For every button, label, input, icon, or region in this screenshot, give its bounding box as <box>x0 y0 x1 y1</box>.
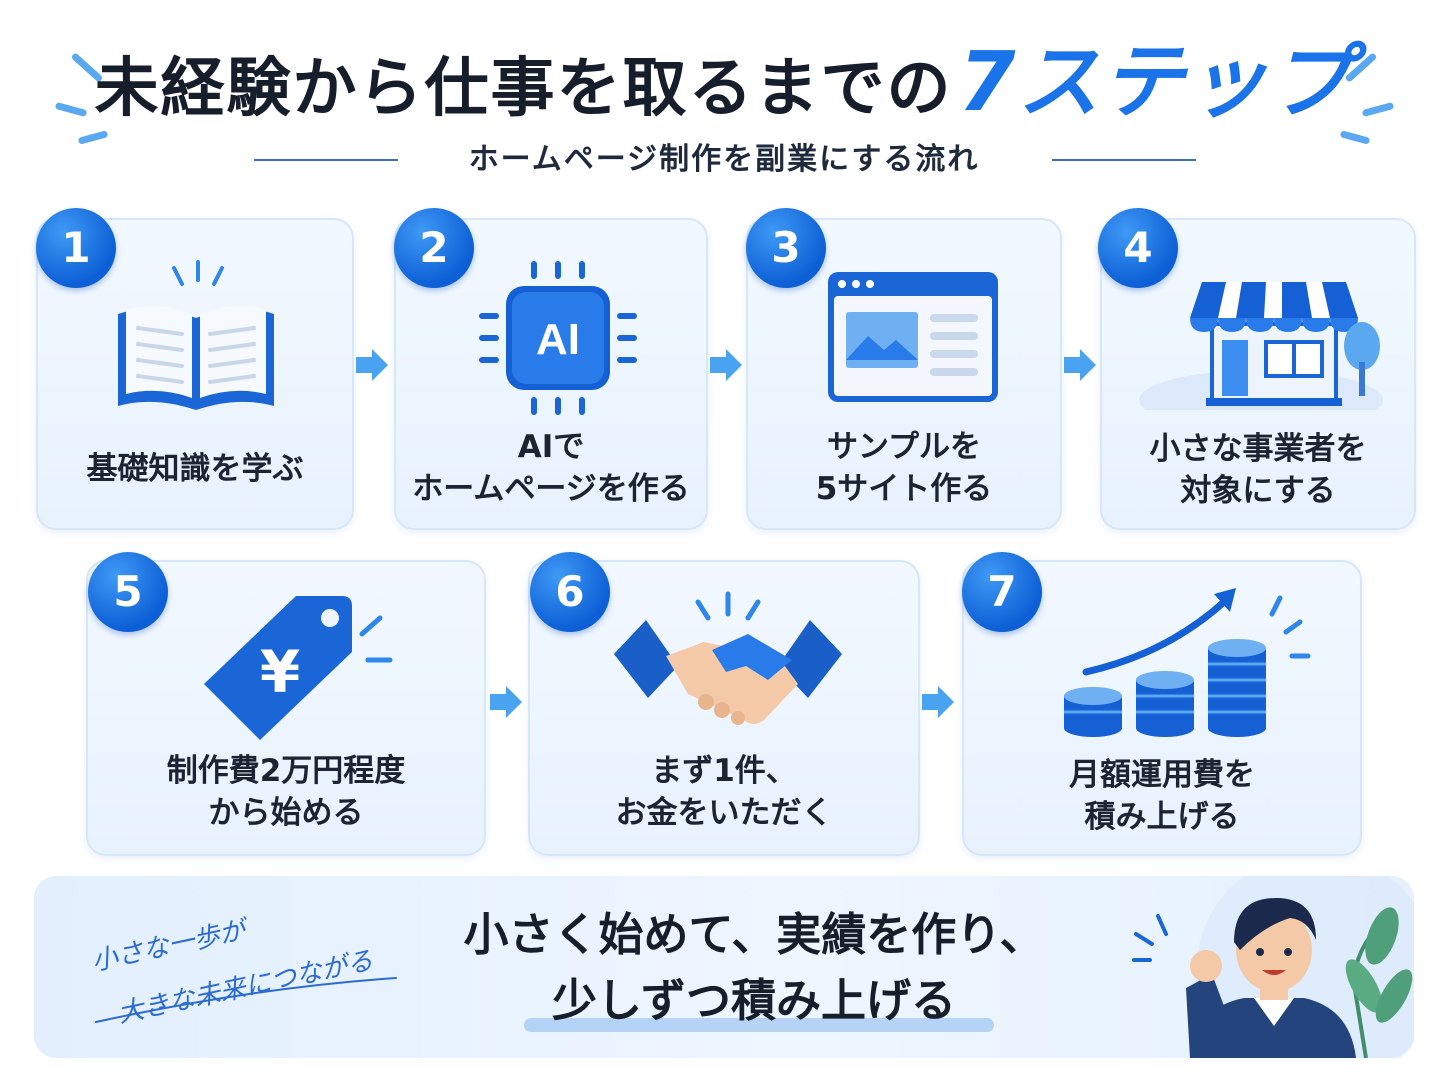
man-cheering-illustration <box>1132 876 1414 1058</box>
step-label-line: 積み上げる <box>1084 799 1240 835</box>
banner-line-2: 少しずつ積み上げる <box>551 974 957 1027</box>
step-label-5: 制作費2万円程度 から始める <box>88 750 484 834</box>
step-label-line: 制作費2万円程度 <box>166 753 406 789</box>
step-label-7: 月額運用費を 積み上げる <box>964 754 1360 838</box>
arrow-right-icon <box>922 686 954 718</box>
chip-text: AI <box>536 315 580 364</box>
step-number-badge-3: 3 <box>746 208 826 288</box>
title-main: 未経験から仕事を取るまでの <box>94 52 953 126</box>
step-label-1: 基礎知識を学ぶ <box>38 448 352 490</box>
step-number-badge-1: 1 <box>36 208 116 288</box>
step-label-line: 5サイト作る <box>815 471 993 507</box>
step-label-line: ホームページを作る <box>412 471 690 507</box>
step-number-badge-4: 4 <box>1098 208 1178 288</box>
step-label-line: 小さな事業者を <box>1149 431 1367 467</box>
step-number-badge-6: 6 <box>530 552 610 632</box>
arrow-right-icon <box>356 349 388 381</box>
browser-window-icon <box>828 272 998 402</box>
step-label-line: 対象にする <box>1180 473 1336 509</box>
yen-price-tag-icon: ¥ <box>204 596 393 740</box>
subtitle-row: ホームページ制作を副業にする流れ <box>0 140 1448 180</box>
step-label-line: 月額運用費を <box>1069 757 1255 793</box>
step-label-2: AIで ホームページを作る <box>396 426 706 510</box>
arrow-right-icon <box>710 349 742 381</box>
arrow-right-icon <box>1064 349 1096 381</box>
step-card-6: まず1件、 お金をいただく <box>528 560 920 856</box>
step-label-3: サンプルを 5サイト作る <box>748 426 1060 510</box>
open-book-icon <box>118 260 274 410</box>
handshake-icon <box>614 591 842 725</box>
storefront-icon <box>1139 282 1383 410</box>
page-title: 未経験から仕事を取るまでの7ステップ <box>0 28 1448 138</box>
title-accent: 7ステップ <box>958 35 1354 130</box>
banner-message: 小さく始めて、実績を作り、 少しずつ積み上げる <box>454 902 1054 1034</box>
ai-chip-icon: AI <box>479 261 637 415</box>
step-number-badge-5: 5 <box>88 552 168 632</box>
subtitle-divider-right <box>1052 159 1196 161</box>
step-label-line: から始める <box>208 795 364 831</box>
step-label-line: AIで <box>517 429 585 465</box>
step-label-6: まず1件、 お金をいただく <box>530 750 918 834</box>
highlight-underline <box>524 1018 994 1032</box>
step-label-line: お金をいただく <box>615 795 833 831</box>
step-label-line: 基礎知識を学ぶ <box>86 451 304 487</box>
subtitle: ホームページ制作を副業にする流れ <box>468 142 980 177</box>
step-label-4: 小さな事業者を 対象にする <box>1102 428 1414 512</box>
step-number-badge-2: 2 <box>394 208 474 288</box>
step-number-badge-7: 7 <box>962 552 1042 632</box>
step-label-line: まず1件、 <box>651 753 797 789</box>
arrow-right-icon <box>490 686 522 718</box>
step-card-1: 基礎知識を学ぶ <box>36 218 354 530</box>
script-underline <box>95 977 397 1023</box>
step-label-line: サンプルを <box>826 429 982 465</box>
banner-line-1: 小さく始めて、実績を作り、 <box>463 908 1045 961</box>
tag-text: ¥ <box>260 638 300 706</box>
coin-stacks-growth-icon <box>1064 588 1311 737</box>
summary-banner: 小さな一歩が 大きな未来につながる 小さく始めて、実績を作り、 少しずつ積み上げ… <box>34 876 1414 1058</box>
subtitle-divider-left <box>254 159 398 161</box>
